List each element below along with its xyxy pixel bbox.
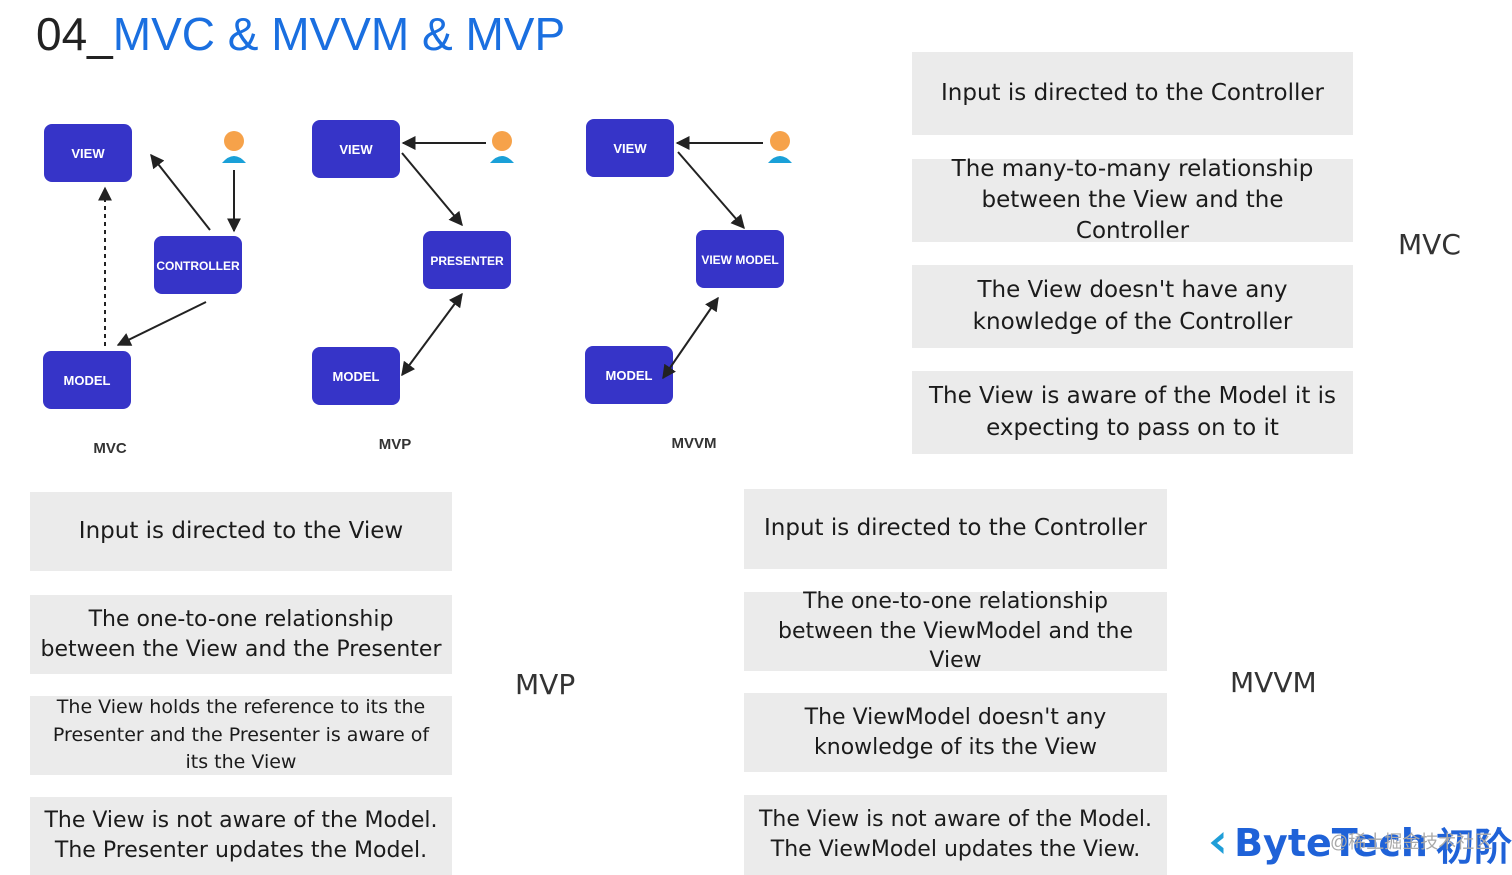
brand-suffix: 初阶	[1435, 824, 1512, 869]
mvp-view-label: VIEW	[339, 142, 373, 157]
mvc-user-icon	[222, 131, 246, 163]
mvvm-diagram: VIEW VIEW MODEL MODEL MVVM	[585, 119, 792, 452]
mvc-model-node	[43, 351, 131, 409]
mvvm-view-node	[586, 119, 674, 177]
mvp-view-node	[312, 120, 400, 178]
mvp-arrow-presenter-model	[401, 292, 463, 377]
mvc-point-3: The View doesn't have any knowledge of t…	[912, 265, 1353, 348]
mvp-presenter-node	[423, 231, 511, 289]
mvp-model-node	[312, 347, 400, 405]
mvc-label: MVC	[1398, 228, 1461, 261]
mvp-point-4: The View is not aware of the Model. The …	[30, 797, 452, 875]
mvvm-point-4: The View is not aware of the Model. The …	[744, 795, 1167, 875]
mvvm-point-2: The one-to-one relationship between the …	[744, 589, 1167, 673]
mvc-point-4: The View is aware of the Model it is exp…	[912, 371, 1353, 454]
mvp-diagram: VIEW PRESENTER MODEL MVP	[312, 120, 514, 453]
mvvm-label: MVVM	[1230, 666, 1317, 699]
mvvm-model-label: MODEL	[606, 368, 653, 383]
mvvm-caption: MVVM	[672, 435, 717, 452]
mvc-arrow-controller-model	[116, 301, 207, 346]
mvvm-point-1: Input is directed to the Controller	[744, 489, 1167, 569]
mvp-presenter-label: PRESENTER	[430, 254, 504, 268]
architecture-diagram: VIEW CONTROLLER MODEL MVC VIEW PRESENTER…	[43, 119, 792, 457]
bytetech-chevron-icon	[1210, 832, 1224, 854]
mvc-view-label: VIEW	[71, 146, 105, 161]
mvc-point-2: The many-to-many relationship between th…	[912, 156, 1353, 244]
mvvm-viewmodel-node	[696, 230, 784, 288]
mvp-label: MVP	[515, 668, 576, 701]
mvc-diagram: VIEW CONTROLLER MODEL MVC	[43, 124, 246, 457]
bytetech-logo: ByteTech 初阶	[1208, 818, 1512, 868]
mvvm-arrow-view-viewmodel	[677, 151, 745, 230]
title-number: 04_	[36, 8, 113, 60]
mvp-point-2: The one-to-one relationship between the …	[30, 595, 452, 674]
mvp-point-1: Input is directed to the View	[30, 492, 452, 571]
mvvm-model-node	[585, 346, 673, 404]
page-title: 04_MVC & MVVM & MVP	[36, 6, 565, 62]
mvp-caption: MVP	[379, 436, 412, 453]
mvc-controller-label: CONTROLLER	[156, 259, 240, 273]
brand-name: ByteTech	[1234, 821, 1428, 865]
mvvm-viewmodel-label: VIEW MODEL	[701, 253, 778, 267]
watermark-text: @稀土掘金技术社区	[1330, 832, 1493, 852]
mvvm-view-label: VIEW	[613, 141, 647, 156]
mvp-user-icon	[490, 131, 514, 163]
mvc-view-node	[44, 124, 132, 182]
mvvm-arrow-viewmodel-model	[662, 296, 719, 380]
mvc-controller-node	[154, 236, 242, 294]
mvvm-user-icon	[768, 131, 792, 163]
mvc-caption: MVC	[93, 440, 127, 457]
mvvm-point-3: The ViewModel doesn't any knowledge of i…	[744, 693, 1167, 772]
mvp-model-label: MODEL	[333, 369, 380, 384]
mvc-model-label: MODEL	[64, 373, 111, 388]
title-topic: MVC & MVVM & MVP	[112, 8, 566, 60]
mvc-point-1: Input is directed to the Controller	[912, 52, 1353, 135]
mvc-arrow-controller-view	[150, 153, 211, 231]
mvp-point-3: The View holds the reference to its the …	[30, 696, 452, 775]
mvp-arrow-view-presenter	[401, 152, 463, 227]
